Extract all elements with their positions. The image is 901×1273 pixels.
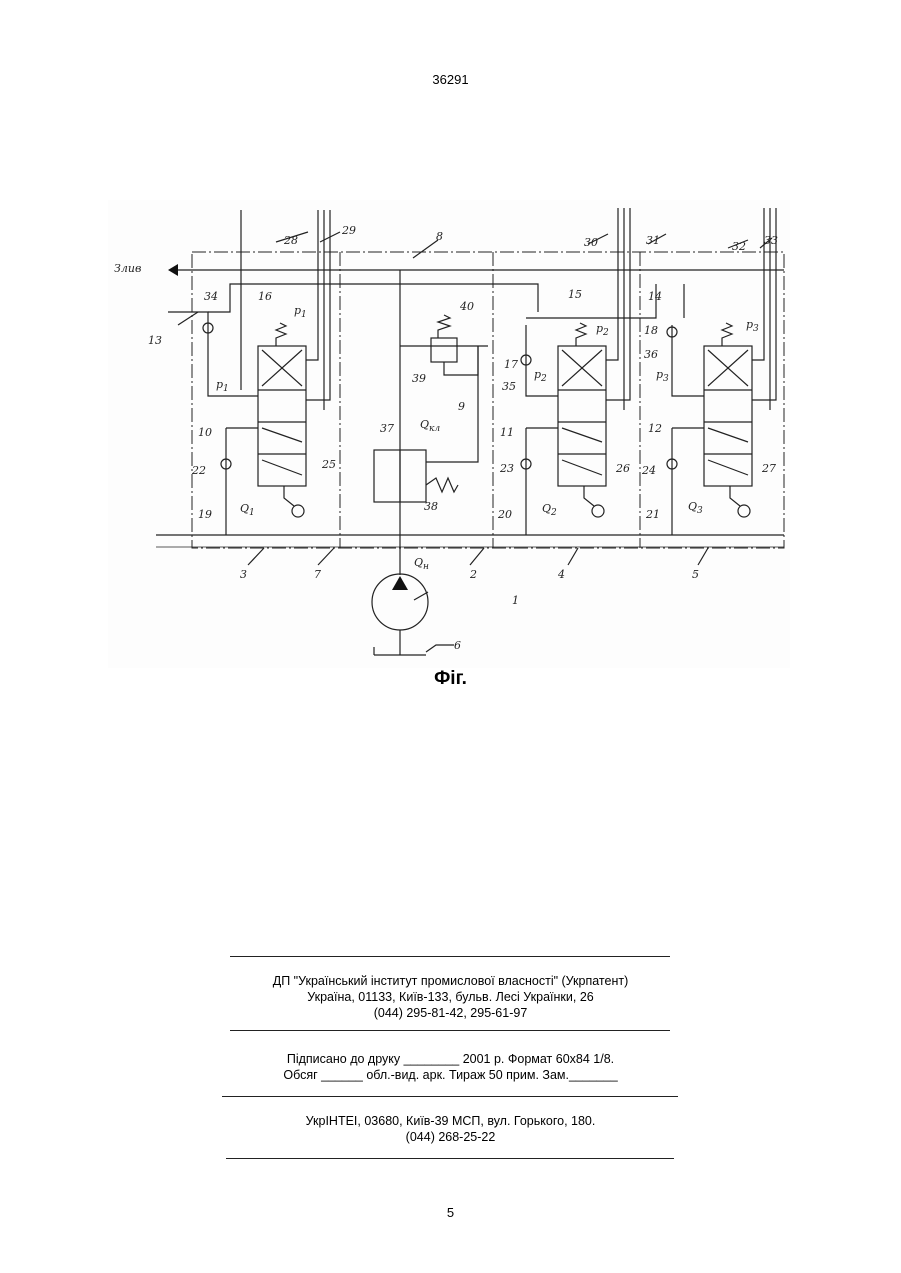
ref-1: 1 bbox=[512, 594, 519, 607]
divider bbox=[226, 1158, 674, 1159]
ref-32: 32 bbox=[732, 240, 746, 253]
ref-8: 8 bbox=[436, 230, 443, 243]
ref-3: 3 bbox=[240, 568, 247, 581]
ref-14: 14 bbox=[648, 290, 662, 303]
ref-38: 38 bbox=[424, 500, 438, 513]
ref-18: 18 bbox=[644, 324, 658, 337]
divider bbox=[222, 1096, 678, 1097]
ref-28: 28 bbox=[283, 234, 298, 247]
ref-2: 2 bbox=[469, 568, 477, 581]
ref-24: 24 bbox=[641, 464, 656, 477]
ref-26: 26 bbox=[615, 462, 630, 475]
ref-27: 27 bbox=[761, 462, 776, 475]
ref-11: 11 bbox=[500, 426, 514, 439]
printer-line-1: УкрІНТЕІ, 03680, Київ-39 МСП, вул. Горьк… bbox=[0, 1113, 901, 1129]
ref-19: 19 bbox=[198, 508, 212, 521]
page-number: 5 bbox=[0, 1205, 901, 1220]
ref-36: 36 bbox=[644, 348, 658, 361]
ref-31: 31 bbox=[646, 234, 660, 247]
figure-caption: Фіг. bbox=[0, 668, 901, 690]
ref-33: 33 bbox=[764, 234, 778, 247]
ref-5: 5 bbox=[692, 568, 699, 581]
ref-30: 30 bbox=[584, 236, 598, 249]
ref-37: 37 bbox=[380, 422, 394, 435]
patent-number: 36291 bbox=[0, 72, 901, 87]
ref-39: 39 bbox=[412, 372, 426, 385]
publisher-phone: (044) 295-81-42, 295-61-97 bbox=[0, 1005, 901, 1021]
divider bbox=[230, 1030, 670, 1031]
ref-17: 17 bbox=[504, 358, 518, 371]
ref-22: 22 bbox=[191, 464, 206, 477]
ref-29: 29 bbox=[341, 224, 356, 237]
print-info-line-1: Підписано до друку ________ 2001 р. Форм… bbox=[0, 1051, 901, 1067]
ref-16: 16 bbox=[258, 290, 272, 303]
ref-35: 35 bbox=[502, 380, 516, 393]
drain-label: Злив bbox=[114, 262, 141, 275]
hydraulic-schematic: Злив 38 37 40 39 1 2 3 4 5 6 7 8 9 10 11… bbox=[108, 200, 790, 668]
ref-40: 40 bbox=[459, 300, 474, 313]
print-info-line-2: Обсяг ______ обл.-вид. арк. Тираж 50 при… bbox=[0, 1067, 901, 1083]
ref-10: 10 bbox=[198, 426, 212, 439]
ref-7: 7 bbox=[314, 568, 321, 581]
ref-25: 25 bbox=[321, 458, 336, 471]
ref-23: 23 bbox=[499, 462, 514, 475]
ref-12: 12 bbox=[648, 422, 662, 435]
ref-20: 20 bbox=[497, 508, 512, 521]
publisher-line-1: ДП "Український інститут промислової вла… bbox=[0, 973, 901, 989]
publisher-line-2: Україна, 01133, Київ-133, бульв. Лесі Ук… bbox=[0, 989, 901, 1005]
ref-15: 15 bbox=[568, 288, 582, 301]
ref-13: 13 bbox=[148, 334, 162, 347]
divider bbox=[230, 956, 670, 957]
ref-9: 9 bbox=[458, 400, 465, 413]
ref-34: 34 bbox=[204, 290, 218, 303]
printer-phone: (044) 268-25-22 bbox=[0, 1129, 901, 1145]
ref-6: 6 bbox=[454, 639, 461, 652]
ref-21: 21 bbox=[645, 508, 660, 521]
ref-4: 4 bbox=[557, 568, 565, 581]
